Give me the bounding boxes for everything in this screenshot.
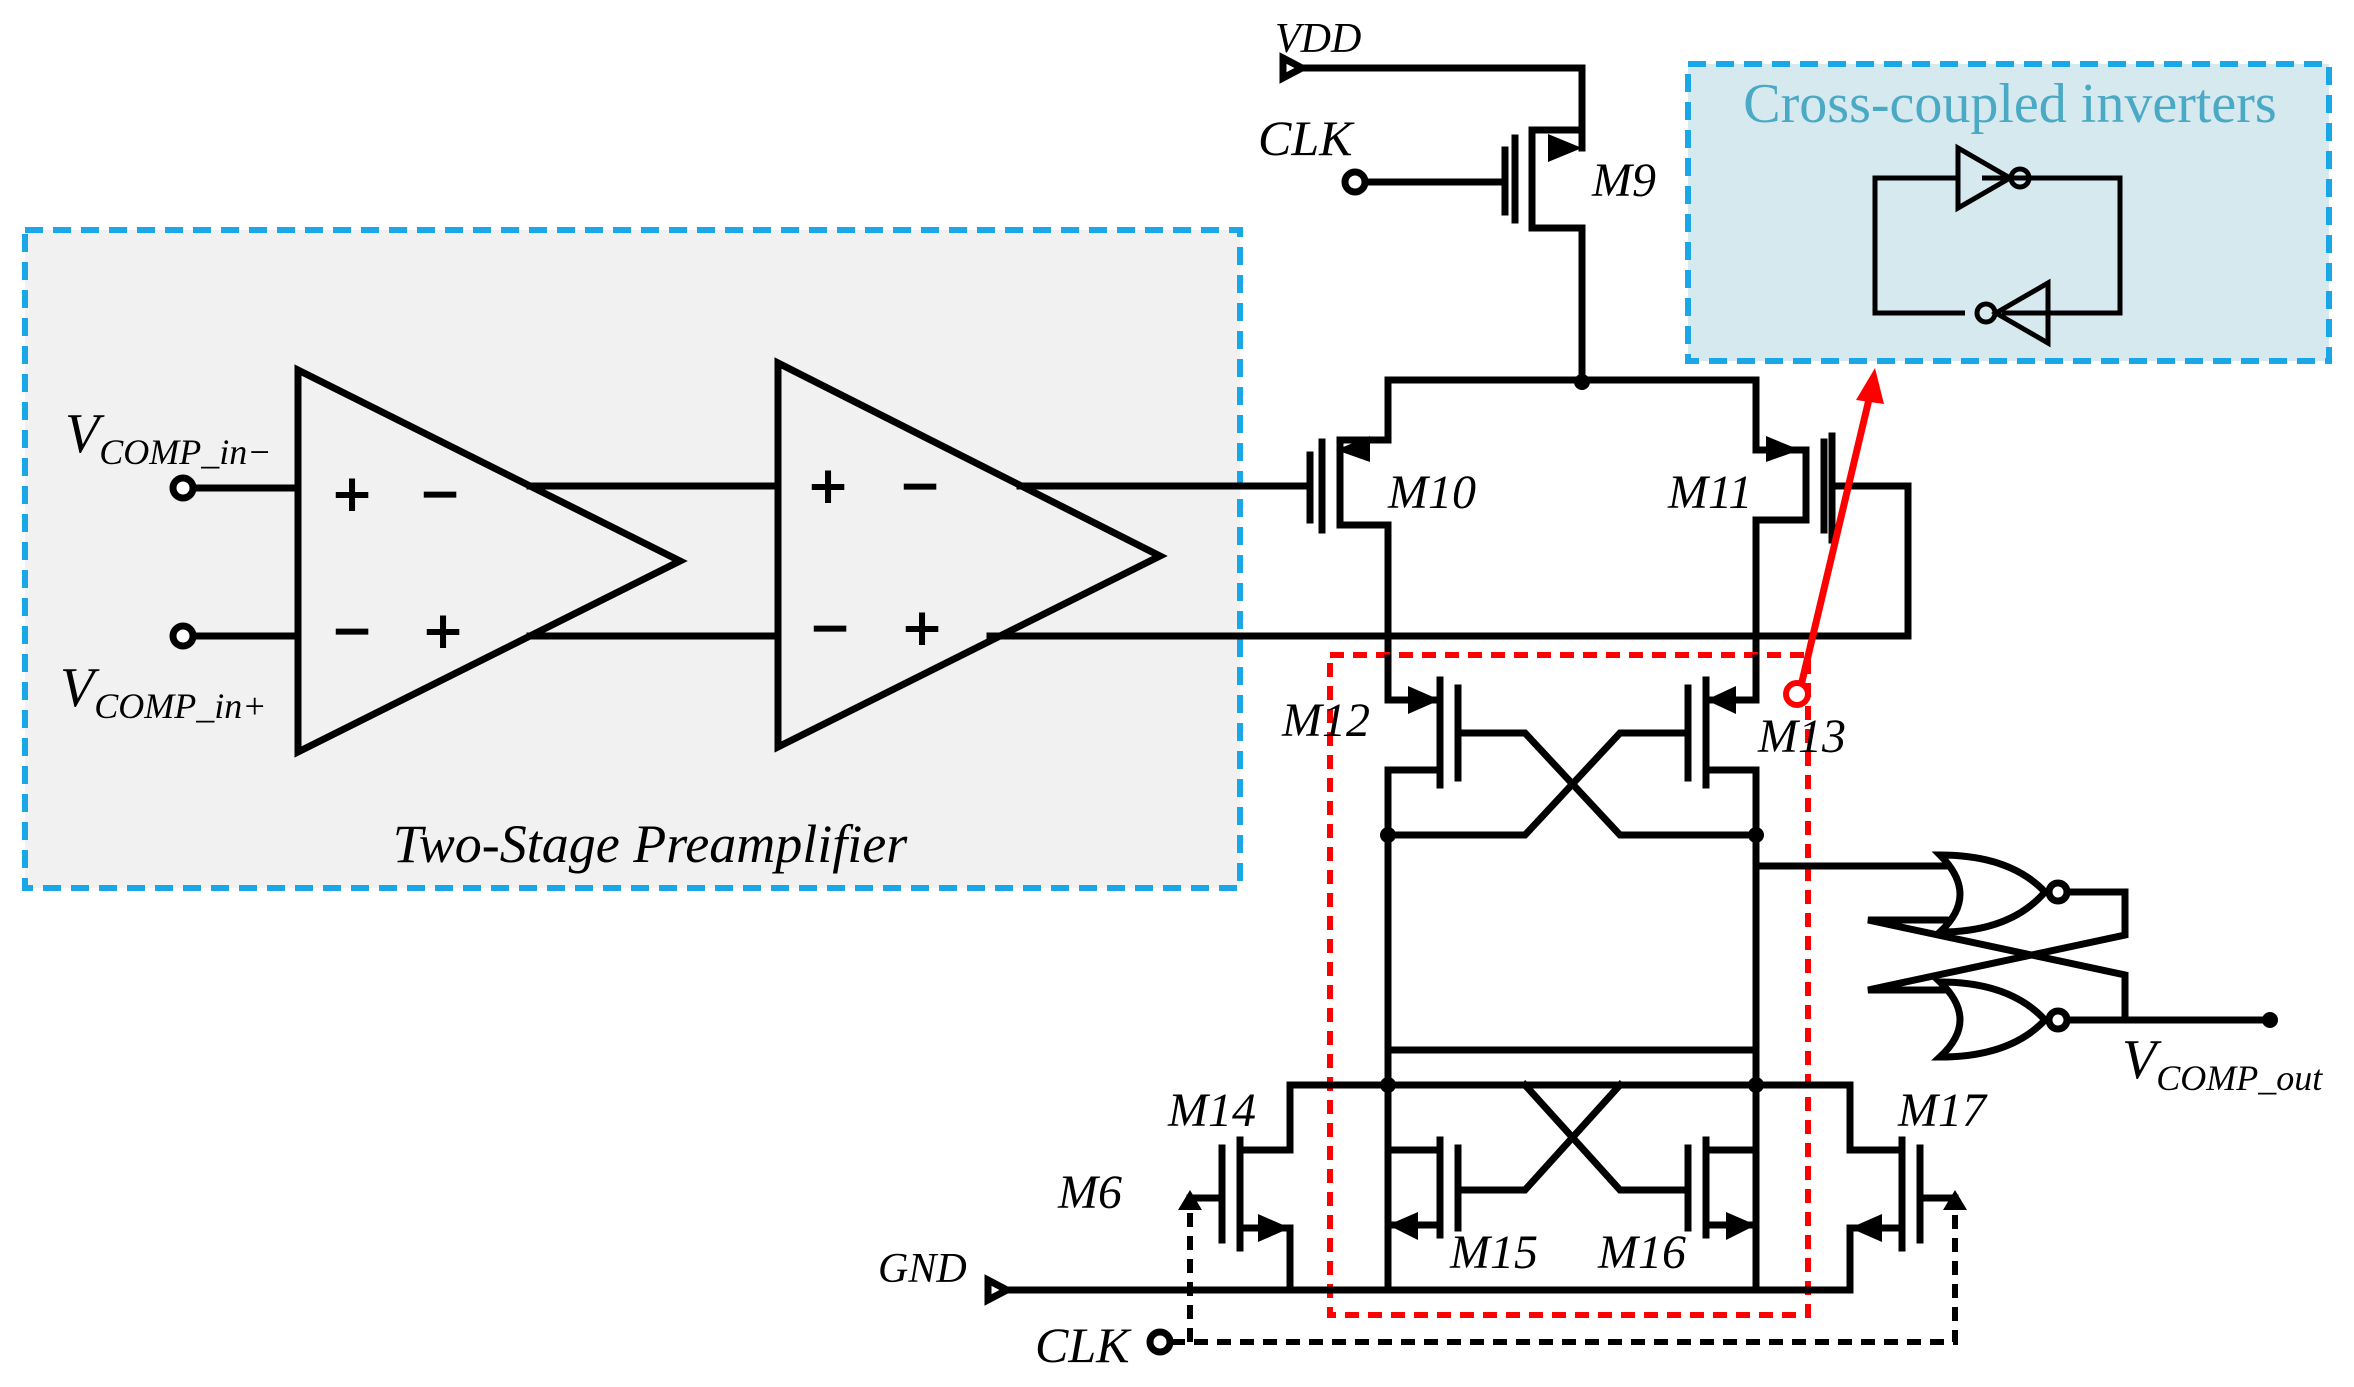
label-m16: M16 bbox=[1597, 1226, 1686, 1279]
amp1-minus-in: − bbox=[330, 601, 374, 661]
label-m9: M9 bbox=[1591, 154, 1656, 207]
amp1-plus-out: + bbox=[421, 601, 465, 661]
label-m14: M14 bbox=[1167, 1084, 1256, 1137]
inverters-title: Cross-coupled inverters bbox=[1743, 73, 2276, 135]
nor-gates bbox=[1752, 851, 2278, 1061]
amp2-plus-in: + bbox=[806, 456, 850, 516]
vin-minus-terminal bbox=[169, 474, 197, 502]
preamp-box bbox=[22, 227, 1243, 891]
vout-label: VCOMP_out bbox=[2122, 1029, 2323, 1098]
gnd-label: GND bbox=[878, 1246, 967, 1292]
vin-plus-terminal bbox=[169, 622, 197, 650]
preamp-stage2 bbox=[774, 357, 1168, 753]
amp2-minus-out: − bbox=[898, 456, 942, 516]
amp1-minus-out: − bbox=[418, 464, 462, 524]
clk-bottom-terminal bbox=[1146, 1328, 1174, 1356]
label-m11: M11 bbox=[1667, 466, 1752, 519]
preamp-title: Two-Stage Preamplifier bbox=[393, 814, 908, 874]
amp1-plus-in: + bbox=[330, 464, 374, 524]
vin-plus-label: VCOMP_in+ bbox=[60, 657, 267, 726]
vdd-label: VDD bbox=[1275, 16, 1361, 62]
label-m17: M17 bbox=[1897, 1084, 1988, 1137]
label-m6: M6 bbox=[1057, 1166, 1122, 1219]
label-m12: M12 bbox=[1281, 694, 1370, 747]
clk-bottom-label: CLK bbox=[1035, 1317, 1132, 1373]
cross-coupled-inverters-symbol bbox=[1872, 143, 2123, 348]
amp2-plus-out: + bbox=[900, 598, 944, 658]
clk-top-label: CLK bbox=[1258, 110, 1355, 166]
clk-top-terminal bbox=[1341, 168, 1369, 196]
amp2-minus-in: − bbox=[808, 598, 852, 658]
label-m15: M15 bbox=[1449, 1226, 1538, 1279]
vin-minus-label: VCOMP_in− bbox=[65, 403, 272, 472]
preamp-stage1 bbox=[294, 364, 688, 758]
label-m10: M10 bbox=[1387, 466, 1476, 519]
label-m13: M13 bbox=[1757, 710, 1846, 763]
latch-box bbox=[1327, 652, 1811, 1318]
